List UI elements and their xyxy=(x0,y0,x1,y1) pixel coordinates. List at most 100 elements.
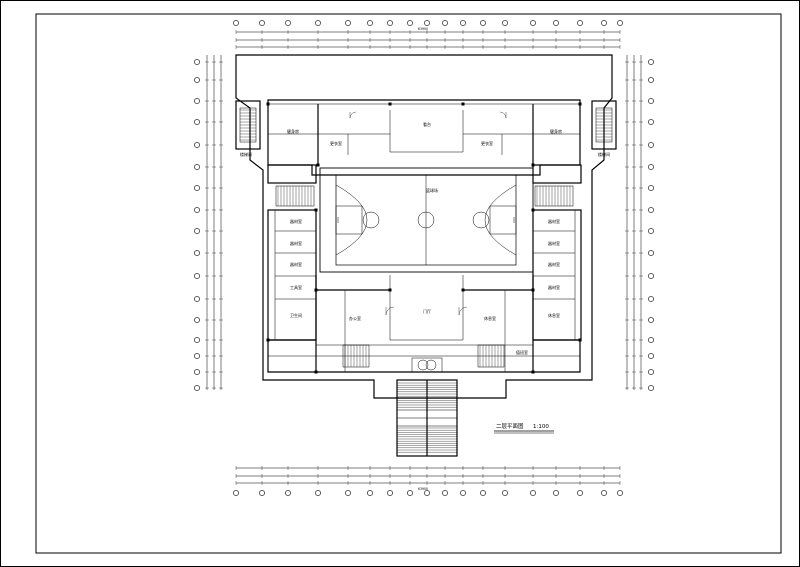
axis-bubble xyxy=(424,490,430,496)
building-walls xyxy=(267,99,582,373)
axis-bubble xyxy=(194,77,200,83)
axis-bubble xyxy=(194,250,200,256)
axis-bubble xyxy=(553,490,559,496)
axis-bubble xyxy=(577,490,583,496)
top-axis-bubbles xyxy=(233,20,623,26)
column xyxy=(461,102,465,106)
axis-bubble xyxy=(530,490,536,496)
axis-bubble xyxy=(648,98,654,104)
axis-bubble xyxy=(367,490,373,496)
right-room-label-2: 器材室 xyxy=(548,240,560,246)
axis-bubble xyxy=(601,20,607,26)
column xyxy=(531,288,535,292)
axis-bubble xyxy=(648,77,654,83)
axis-bubble xyxy=(285,20,291,26)
left-dimension-chains xyxy=(205,55,223,390)
axis-bubble xyxy=(259,490,265,496)
right-room-label-3: 器材室 xyxy=(548,261,560,267)
axis-bubble xyxy=(194,337,200,343)
right-dimension-chains xyxy=(625,55,643,390)
column xyxy=(314,370,318,374)
axis-bubble xyxy=(601,490,607,496)
door-swings xyxy=(349,111,507,316)
axis-bubble xyxy=(480,20,486,26)
axis-bubble xyxy=(460,490,466,496)
axis-bubble xyxy=(617,20,623,26)
axis-bubble xyxy=(194,185,200,191)
axis-bubble xyxy=(648,142,654,148)
axis-bubble xyxy=(442,20,448,26)
axis-bubble xyxy=(617,490,623,496)
structural-columns xyxy=(266,102,582,374)
column xyxy=(461,288,465,292)
axis-bubble xyxy=(502,490,508,496)
axis-bubble xyxy=(315,20,321,26)
left-room-label-1: 器材室 xyxy=(290,218,302,224)
axis-bubble xyxy=(648,185,654,191)
left-room-label-4: 工具室 xyxy=(290,284,302,290)
axis-bubble xyxy=(315,490,321,496)
court-label: 篮球场 xyxy=(426,187,438,193)
drawing-title-text: 二层平面图 xyxy=(496,422,524,430)
axis-bubble xyxy=(194,353,200,359)
axis-bubble xyxy=(553,20,559,26)
axis-bubble xyxy=(530,20,536,26)
entrance-stairs xyxy=(396,357,458,457)
axis-bubble xyxy=(194,385,200,391)
axis-bubble xyxy=(194,317,200,323)
column xyxy=(531,208,535,212)
top-total-dimension: 63900 xyxy=(418,27,428,31)
axis-bubble xyxy=(648,369,654,375)
roof-terrace-outline xyxy=(235,54,613,399)
axis-bubble xyxy=(233,490,239,496)
axis-bubble xyxy=(387,20,393,26)
top-room-label-1: 健身房 xyxy=(287,128,299,134)
column xyxy=(388,102,392,106)
room-labels: 健身房 更衣室 看台 更衣室 健身房 器材室 器材室 器材室 工具室 卫生间 器… xyxy=(240,121,610,355)
axis-bubble xyxy=(233,20,239,26)
axis-bubble xyxy=(648,337,654,343)
column xyxy=(578,338,582,342)
column xyxy=(531,370,535,374)
bottom-room-label-4: 值班室 xyxy=(516,349,528,355)
axis-bubble xyxy=(194,119,200,125)
column xyxy=(314,208,318,212)
axis-bubble xyxy=(194,296,200,302)
left-stair-tower xyxy=(235,100,261,150)
axis-bubble xyxy=(345,20,351,26)
right-axis-bubbles xyxy=(648,59,654,391)
axis-bubble xyxy=(648,273,654,279)
axis-bubble xyxy=(648,250,654,256)
right-room-label-5: 休息室 xyxy=(548,312,560,318)
bottom-dimension-chains: 63900 xyxy=(235,466,621,491)
column xyxy=(266,102,270,106)
right-room-label-1: 器材室 xyxy=(548,218,560,224)
left-room-label-5: 卫生间 xyxy=(290,312,302,318)
column xyxy=(266,338,270,342)
axis-bubble xyxy=(648,353,654,359)
bottom-total-dimension: 63900 xyxy=(418,487,428,491)
bottom-room-label-2: 门厅 xyxy=(423,308,431,314)
axis-bubble xyxy=(285,490,291,496)
axis-bubble xyxy=(577,20,583,26)
axis-bubble xyxy=(442,490,448,496)
column xyxy=(314,288,318,292)
axis-bubble xyxy=(502,20,508,26)
axis-bubble xyxy=(424,20,430,26)
axis-bubble xyxy=(648,164,654,170)
top-room-label-3: 看台 xyxy=(423,121,431,127)
stair-label-right: 楼梯间 xyxy=(598,151,610,157)
axis-bubble xyxy=(194,59,200,65)
axis-bubble xyxy=(407,20,413,26)
column xyxy=(578,102,582,106)
bottom-room-label-3: 休息室 xyxy=(484,315,496,321)
top-dimension-chains: 63900 xyxy=(235,27,621,49)
top-room-label-4: 更衣室 xyxy=(481,140,493,146)
axis-bubble xyxy=(194,164,200,170)
bottom-room-label-1: 办公室 xyxy=(349,315,361,321)
axis-bubble xyxy=(648,228,654,234)
axis-bubble xyxy=(648,207,654,213)
drawing-title: 二层平面图 1:100 xyxy=(494,422,554,434)
left-axis-bubbles xyxy=(194,59,200,391)
